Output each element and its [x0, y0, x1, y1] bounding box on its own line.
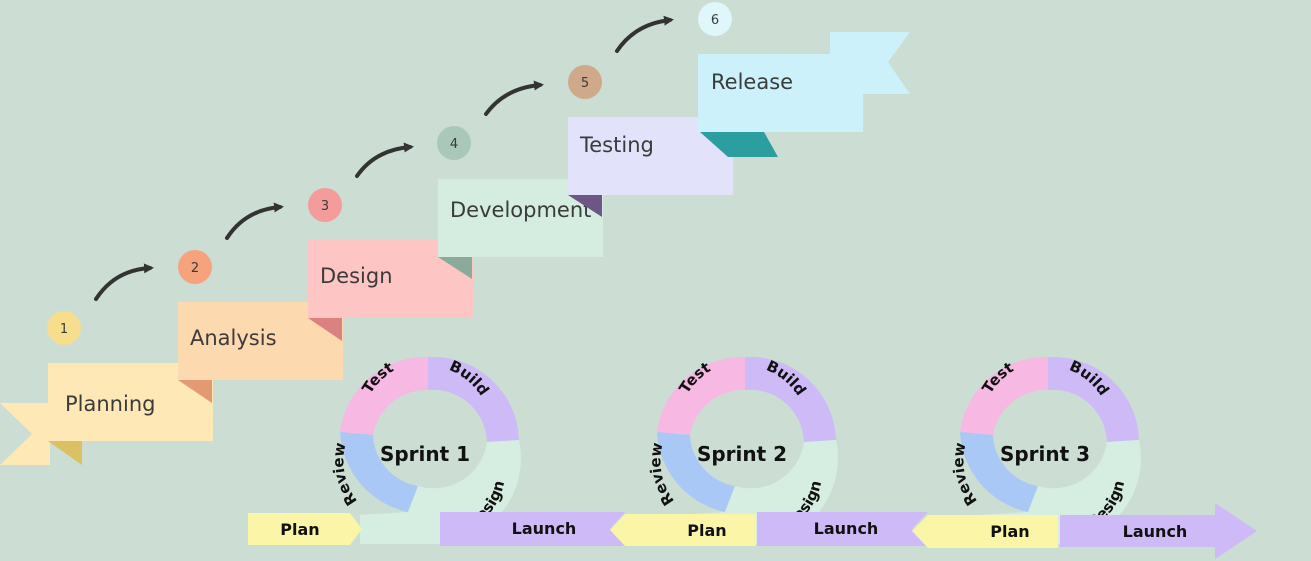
cycle-segment-build: [745, 356, 836, 442]
step-badges: 1 2 3 4 5 6: [47, 2, 732, 345]
step-card: [698, 54, 863, 132]
sprint-title: Sprint 3: [1000, 442, 1090, 466]
step-number: 2: [191, 261, 199, 276]
cycle-segment-test: [657, 356, 745, 435]
curved-arrow-icon: [615, 15, 674, 53]
cycle-segment-build: [1048, 356, 1139, 442]
sprint-title: Sprint 2: [697, 442, 787, 466]
plan-arrow-3: [912, 515, 1058, 548]
cycle-segment-review: [960, 432, 1038, 512]
planning-banner-tail: [0, 403, 50, 465]
curved-arrow-icon: [225, 202, 284, 240]
step-badge: [47, 311, 81, 345]
step-label: Release: [711, 70, 793, 94]
step-fold: [178, 380, 212, 403]
plan-arrow-1: [248, 513, 362, 545]
release-banner-fold: [700, 132, 778, 157]
step-label: Planning: [65, 392, 155, 416]
step-badge: [568, 65, 602, 99]
step-badge: [437, 126, 471, 160]
launch-arrow-2: [757, 512, 928, 546]
step-fold: [438, 257, 472, 279]
plan-arrow-2: [610, 514, 756, 546]
agile-flow: Test Build Review Design Sprint 1 Test B…: [248, 357, 1257, 559]
cycle-segment-review: [340, 432, 418, 512]
step-label: Development: [450, 198, 591, 222]
step-arrows: [94, 15, 674, 301]
step-analysis: Analysis: [178, 302, 343, 403]
plan-label: Plan: [990, 522, 1029, 541]
step-badge: [178, 250, 212, 284]
step-number: 6: [711, 13, 719, 28]
step-number: 4: [450, 137, 458, 152]
step-release: Release: [698, 54, 863, 132]
cycle-segment-build: [428, 356, 519, 442]
cycle-segment-test: [340, 356, 428, 435]
launch-label: Launch: [1123, 522, 1188, 541]
step-number: 3: [321, 199, 329, 214]
plan-label: Plan: [687, 521, 726, 540]
step-label: Analysis: [190, 326, 277, 350]
launch-label: Launch: [814, 519, 879, 538]
cycle-segment-review: [657, 432, 735, 512]
step-fold: [308, 318, 342, 341]
step-fold: [568, 195, 602, 217]
waterfall: Planning Analysis Design Development Tes…: [0, 2, 910, 465]
launch-arrow-1: [440, 512, 625, 546]
plan-label: Plan: [280, 520, 319, 539]
step-badge: [698, 2, 732, 36]
step-label: Design: [320, 264, 393, 288]
launch-arrow-3: [1060, 503, 1257, 559]
step-label: Testing: [579, 133, 654, 157]
cycle-segment-test: [960, 356, 1048, 435]
curved-arrow-icon: [484, 80, 544, 116]
step-badge: [308, 188, 342, 222]
curved-arrow-icon: [94, 263, 154, 301]
step-fold: [48, 441, 82, 465]
curved-arrow-icon: [355, 142, 414, 178]
sprint-flow-bar: Plan Launch Plan Launch Plan Launch: [248, 503, 1257, 559]
step-number: 5: [581, 76, 589, 91]
step-number: 1: [60, 322, 68, 337]
sprint-title: Sprint 1: [380, 442, 470, 466]
launch-label: Launch: [512, 519, 577, 538]
